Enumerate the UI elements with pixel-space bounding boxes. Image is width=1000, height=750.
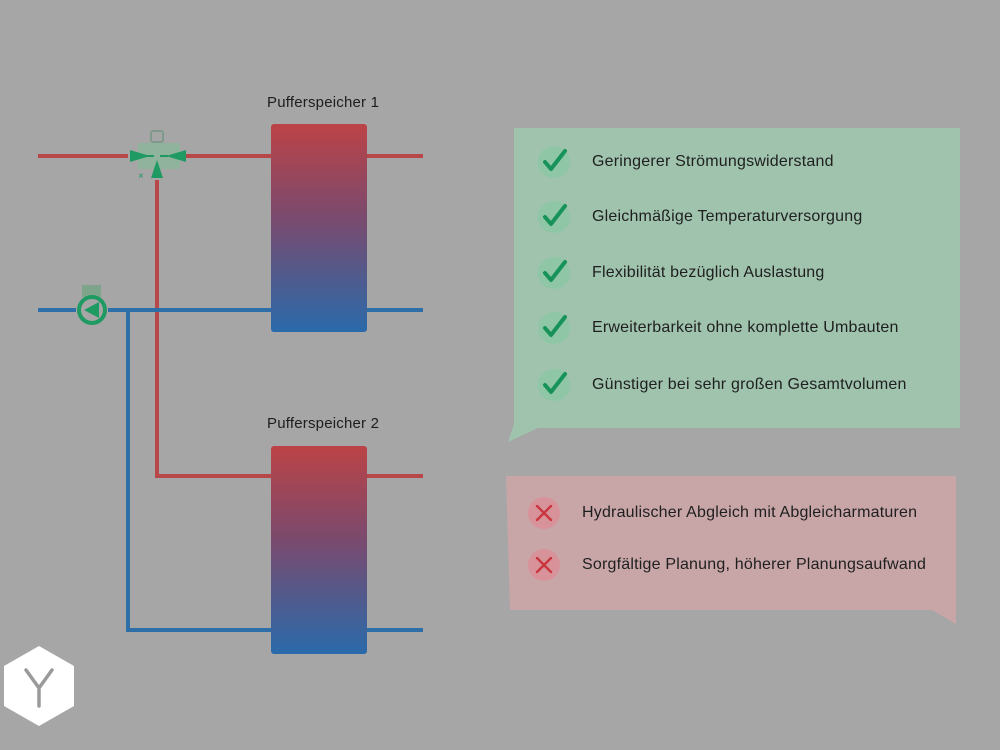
- disadvantage-item: Hydraulischer Abgleich mit Abgleicharmat…: [528, 497, 917, 529]
- pump-icon: [77, 285, 107, 325]
- check-icon: [538, 201, 570, 233]
- hot-pipes: [38, 154, 423, 478]
- check-icon: [538, 146, 570, 178]
- advantages-panel: Geringerer Strömungswiderstand Gleichmäß…: [508, 128, 960, 442]
- check-icon: [538, 369, 570, 401]
- check-icon: [538, 312, 570, 344]
- tank-2-label: Pufferspeicher 2: [267, 415, 380, 432]
- cross-icon: [528, 497, 560, 529]
- advantage-text: Günstiger bei sehr großen Gesamtvolumen: [592, 376, 907, 393]
- mixing-valve-icon: ×: [130, 130, 186, 182]
- advantage-item: Günstiger bei sehr großen Gesamtvolumen: [538, 369, 907, 401]
- disadvantage-text: Sorgfältige Planung, höherer Planungsauf…: [582, 556, 927, 573]
- hydraulic-diagram: ×: [38, 124, 423, 654]
- advantage-text: Erweiterbarkeit ohne komplette Umbauten: [592, 319, 899, 336]
- advantage-item: Geringerer Strömungswiderstand: [538, 146, 834, 178]
- buffer-tank-1: [271, 124, 367, 332]
- advantage-text: Gleichmäßige Temperaturversorgung: [592, 208, 863, 225]
- advantage-text: Geringerer Strömungswiderstand: [592, 153, 834, 170]
- cold-pipes: [38, 308, 423, 632]
- hexagon-y-logo: [4, 646, 74, 726]
- advantages-panel-background: [508, 128, 960, 442]
- disadvantage-text: Hydraulischer Abgleich mit Abgleicharmat…: [582, 504, 918, 521]
- disadvantage-item: Sorgfältige Planung, höherer Planungsauf…: [528, 549, 926, 581]
- advantage-item: Flexibilität bezüglich Auslastung: [538, 257, 825, 289]
- svg-text:×: ×: [138, 171, 144, 182]
- disadvantages-panel: Hydraulischer Abgleich mit Abgleicharmat…: [506, 476, 960, 624]
- tank-1-label: Pufferspeicher 1: [267, 94, 380, 111]
- advantage-text: Flexibilität bezüglich Auslastung: [592, 264, 825, 281]
- disadvantages-panel-background: [506, 476, 956, 624]
- advantage-item: Gleichmäßige Temperaturversorgung: [538, 201, 862, 233]
- cross-icon: [528, 549, 560, 581]
- buffer-tank-2: [271, 446, 367, 654]
- advantage-item: Erweiterbarkeit ohne komplette Umbauten: [538, 312, 899, 344]
- check-icon: [538, 257, 570, 289]
